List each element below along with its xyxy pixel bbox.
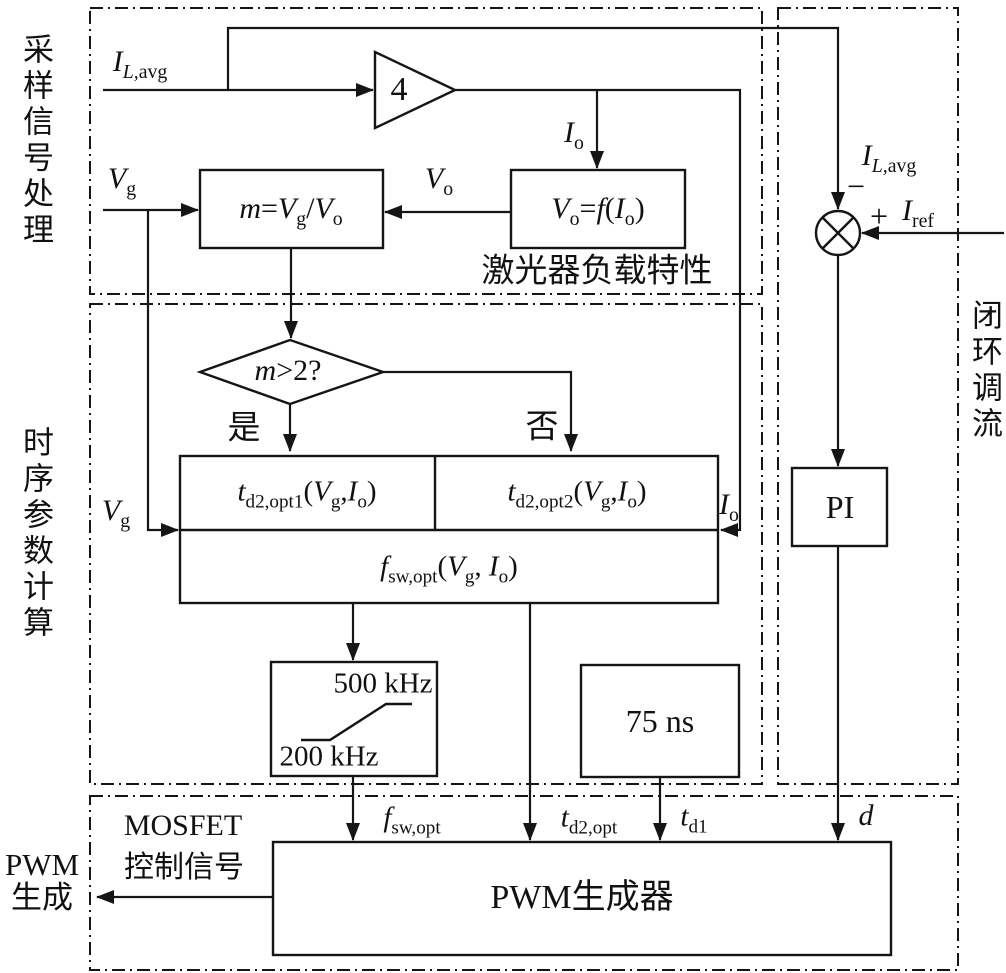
region-box-sampling <box>89 7 763 295</box>
amplifier-triangle <box>373 50 458 130</box>
fixed-delay-block <box>579 663 741 779</box>
signal-label-iref: Iref <box>902 194 934 232</box>
decision-label: m>2? <box>254 354 322 387</box>
vo-function-block <box>509 168 687 250</box>
region-label-pwm-line2: 生成 <box>11 879 73 915</box>
fixed-delay-label: 75 ns <box>625 703 695 739</box>
summer-plus-sign: + <box>869 198 889 234</box>
m-formula-label: m=Vg/Vo <box>239 192 343 230</box>
pwm-generator-block <box>271 840 893 957</box>
m-calc-block <box>198 168 385 250</box>
mosfet-caption-line2: 控制信号 <box>124 851 244 884</box>
td2-opt1-label: td2,opt1(Vg,Io) <box>237 475 377 513</box>
freq-limit-high-label: 500 kHz <box>333 667 433 700</box>
region-box-pwm <box>89 795 959 971</box>
decision-diamond <box>196 338 387 406</box>
pi-block-label: PI <box>825 489 855 525</box>
signal-label-td2-opt: td2,opt <box>560 801 618 839</box>
region-label-sampling: 采样信号处理 <box>18 33 53 249</box>
freq-limiter-block <box>269 660 439 778</box>
pi-block <box>790 466 889 548</box>
signal-label-vg-input: Vg <box>107 162 137 200</box>
signal-label-il-avg-loop: IL,avg <box>861 139 917 177</box>
summer-minus-sign: − <box>846 168 866 204</box>
freq-limit-low-label: 200 kHz <box>279 740 379 773</box>
signal-label-fsw-opt: fsw,opt <box>383 801 441 839</box>
fsw-opt-fn-label: fsw,opt(Vg, Io) <box>380 550 518 588</box>
region-label-timing: 时序参数计算 <box>18 426 53 642</box>
signal-label-vo: Vo <box>424 162 454 200</box>
wire-vg-to-td2-block <box>146 210 179 537</box>
region-label-pwm-line1: PWM <box>4 847 80 882</box>
td2-opt2-label: td2,opt2(Vg,Io) <box>507 475 647 513</box>
limiter-ramp-icon <box>301 702 412 742</box>
signal-label-io-mid: Io <box>719 488 739 526</box>
signal-label-d: d <box>858 799 874 832</box>
pwm-generator-label: PWM生成器 <box>490 879 674 916</box>
region-box-timing <box>89 303 763 785</box>
signal-label-vg-mid: Vg <box>101 494 131 532</box>
branch-no-label: 否 <box>525 409 559 446</box>
amplifier-gain-label: 4 <box>390 71 408 108</box>
region-label-pwm: PWM 生成 <box>2 847 82 915</box>
summing-junction <box>814 209 862 257</box>
region-label-closed-loop: 闭环调流 <box>967 299 1002 443</box>
branch-yes-label: 是 <box>227 410 261 447</box>
region-box-closed-loop <box>777 7 959 785</box>
signal-label-il-avg-input: IL,avg <box>112 45 168 83</box>
mosfet-caption-line1: MOSFET <box>123 809 243 842</box>
laser-load-caption: 激光器负载特性 <box>481 253 713 290</box>
vo-formula-label: Vo=f(Io) <box>551 192 645 230</box>
summing-junction-cross-icon <box>821 216 855 250</box>
signal-label-io-top: Io <box>564 116 584 154</box>
wire-decision-no <box>383 370 578 452</box>
wire-ilavg-to-summer <box>226 26 845 210</box>
signal-label-td1: td1 <box>680 800 708 838</box>
